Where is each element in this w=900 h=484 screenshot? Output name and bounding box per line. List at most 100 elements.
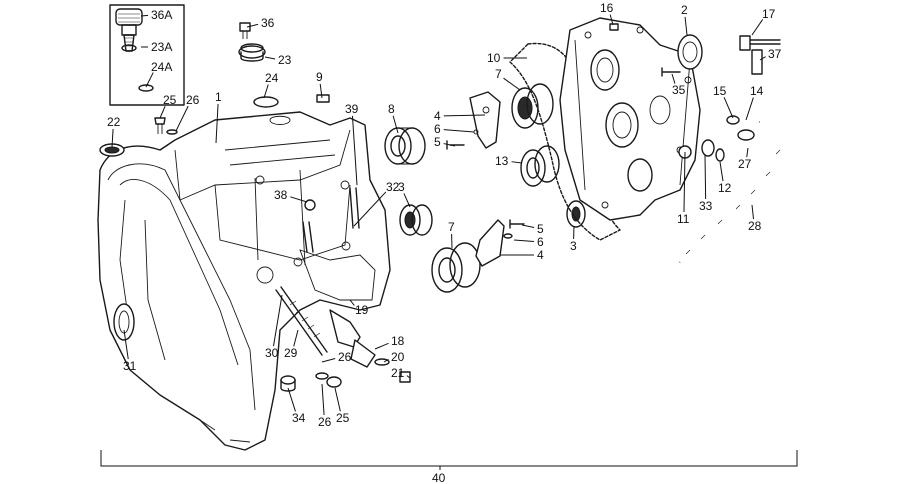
callout-label-c21: 21 xyxy=(391,366,405,380)
leader-line-c7b xyxy=(503,77,521,91)
leader-line-c14 xyxy=(745,97,754,121)
pin-9 xyxy=(316,94,330,103)
callout-label-c39: 39 xyxy=(345,102,359,116)
callout-label-c11: 11 xyxy=(677,212,690,226)
leader-line-c5b xyxy=(521,224,535,229)
callout-label-c9: 9 xyxy=(316,70,323,84)
selector-rod-30-29 xyxy=(275,286,328,356)
callout-label-c23A: 23A xyxy=(151,40,172,54)
bearing-3-left xyxy=(399,204,433,236)
callout-label-c16: 16 xyxy=(600,1,614,15)
bearing-7-lower xyxy=(431,242,481,293)
leader-line-c27 xyxy=(746,147,749,158)
callout-label-c1: 1 xyxy=(215,90,222,104)
leader-line-c30 xyxy=(273,294,283,347)
leader-line-c36 xyxy=(246,23,259,28)
bearing-8 xyxy=(384,127,426,165)
leader-line-c26b xyxy=(321,358,336,363)
callout-label-c36A: 36A xyxy=(151,8,172,22)
seal-31 xyxy=(113,303,135,341)
bearing-13 xyxy=(520,145,560,187)
leader-line-c38 xyxy=(290,196,308,203)
leader-line-c19 xyxy=(349,299,355,306)
callout-label-c14: 14 xyxy=(750,84,764,98)
leader-line-c22 xyxy=(111,128,114,148)
cap-23 xyxy=(238,43,266,62)
bolt-16 xyxy=(609,23,619,31)
leader-line-c8 xyxy=(392,115,399,134)
callout-label-c26a: 26 xyxy=(186,93,200,107)
callout-label-c15: 15 xyxy=(713,84,727,98)
callout-label-c22: 22 xyxy=(107,115,121,129)
inset-box xyxy=(109,4,185,106)
callout-label-c12: 12 xyxy=(718,181,732,195)
callout-label-c33: 33 xyxy=(699,199,713,213)
leader-line-c36A xyxy=(140,14,149,17)
leader-line-c2 xyxy=(684,16,688,36)
leader-line-c11 xyxy=(683,151,686,213)
callout-label-c30: 30 xyxy=(265,346,279,360)
bolts-25-26-top xyxy=(154,117,178,135)
leader-line-c32 xyxy=(353,191,387,227)
callout-label-c28: 28 xyxy=(748,219,762,233)
callout-label-c6b: 6 xyxy=(537,235,544,249)
leader-line-c5a xyxy=(443,143,456,147)
leader-line-c15 xyxy=(723,97,734,119)
callout-label-c24A: 24A xyxy=(151,60,172,74)
leader-line-c26a xyxy=(175,105,189,132)
leader-line-c20 xyxy=(383,358,389,363)
callout-label-c25b: 25 xyxy=(336,411,350,425)
sensor-17-37 xyxy=(739,35,781,75)
plug-36 xyxy=(239,22,251,39)
callout-label-c26c: 26 xyxy=(318,415,332,429)
callout-label-c8: 8 xyxy=(388,102,395,116)
bearing-3-right xyxy=(566,200,586,228)
leader-line-c4a xyxy=(443,114,486,117)
bolt-35 xyxy=(661,67,681,77)
leader-line-c21 xyxy=(406,375,411,379)
retainer-plate-4-upper xyxy=(446,91,501,150)
leader-line-c3a xyxy=(403,193,411,208)
callout-label-c27: 27 xyxy=(738,157,752,171)
callout-label-c7a: 7 xyxy=(448,220,455,234)
speedo-drive-18-20-21 xyxy=(329,309,411,383)
leader-line-c26c xyxy=(321,383,325,416)
callout-label-c32: 32 xyxy=(386,180,400,194)
seal-2 xyxy=(677,34,703,70)
callout-label-c20: 20 xyxy=(391,350,405,364)
leader-line-c24A xyxy=(145,72,154,88)
leader-line-c35 xyxy=(671,73,676,84)
leader-line-c33 xyxy=(704,154,707,200)
assembly-bracket xyxy=(100,450,798,470)
callout-label-c36: 36 xyxy=(261,16,275,30)
leader-line-c37 xyxy=(759,56,766,61)
callout-label-c7b: 7 xyxy=(495,67,502,81)
leader-line-c25b xyxy=(334,387,341,412)
leader-line-c23 xyxy=(264,56,276,60)
callout-label-c38: 38 xyxy=(274,188,288,202)
callout-label-c29: 29 xyxy=(284,346,298,360)
leader-line-c1 xyxy=(215,103,219,144)
callout-label-c2: 2 xyxy=(681,3,688,17)
leader-line-c12 xyxy=(719,161,724,182)
callout-label-c25a: 25 xyxy=(163,93,177,107)
leader-line-c17 xyxy=(751,19,764,36)
filler-cap-inset xyxy=(115,8,154,92)
leader-line-c34 xyxy=(287,387,296,412)
ring-24 xyxy=(253,96,279,108)
main-housing xyxy=(97,111,391,451)
leader-line-c28 xyxy=(751,204,755,220)
callout-label-c31: 31 xyxy=(123,359,137,373)
leader-lines xyxy=(111,14,766,416)
leader-line-c39 xyxy=(351,115,358,186)
leader-line-c24 xyxy=(263,84,269,99)
leader-line-c9 xyxy=(319,83,323,99)
leader-line-c16 xyxy=(609,14,614,26)
callout-label-c23: 23 xyxy=(278,53,292,67)
callout-label-c34: 34 xyxy=(292,411,306,425)
callout-label-c37: 37 xyxy=(768,47,782,61)
callout-label-c6a: 6 xyxy=(434,122,441,136)
